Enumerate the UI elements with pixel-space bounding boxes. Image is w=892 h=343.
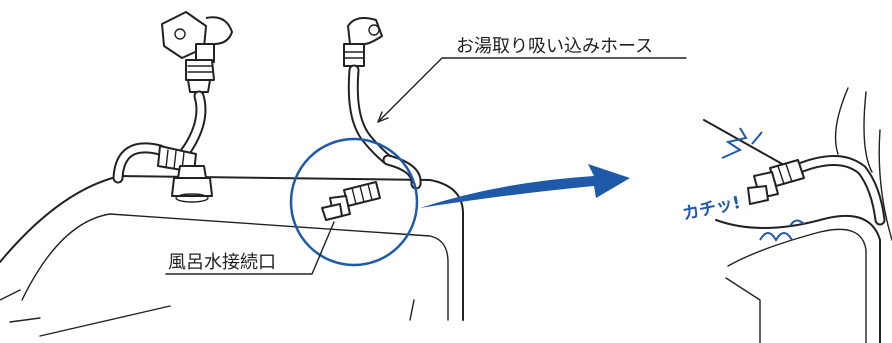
port-leader-line [165, 221, 335, 275]
faucet [161, 11, 233, 93]
hose-label: お湯取り吸い込みホース [456, 36, 653, 57]
blue-arrow-icon [420, 164, 630, 208]
bath-water-hose [321, 17, 422, 221]
hose-leader-arrow [377, 111, 389, 123]
zoom-detail [703, 87, 892, 343]
focus-circle [289, 137, 419, 267]
click-sound-marks [721, 127, 805, 243]
supply-hose [112, 90, 213, 203]
hose-leader-line [377, 57, 687, 123]
port-label: 風呂水接続口 [168, 252, 276, 273]
click-sound-label: カチッ! [681, 193, 743, 225]
